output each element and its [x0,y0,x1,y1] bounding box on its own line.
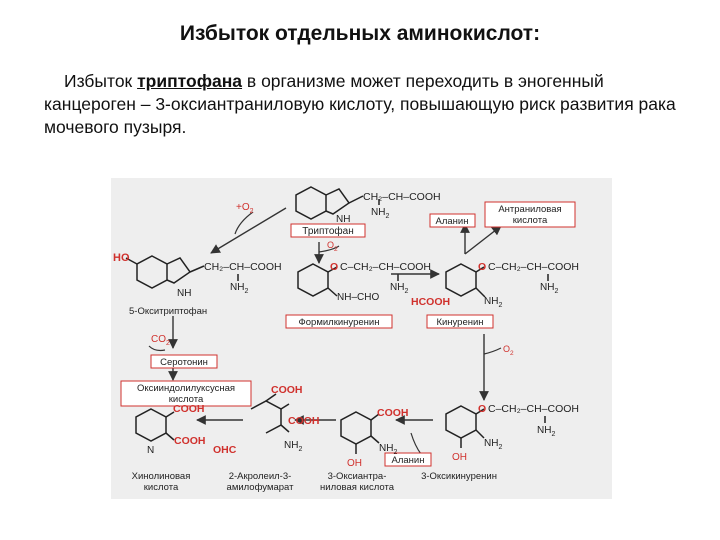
quinolinic-label-2: кислота [144,482,179,493]
cooh-group: COOH [288,415,320,427]
anthranilic-label-2: кислота [513,215,548,226]
kynurenine-box [426,314,494,329]
cooh-group: COOH [173,403,205,415]
hydroxyanthranilic-label-1: 3-Оксиантра- [328,471,387,482]
tryptophan-label: Триптофан [302,225,353,237]
cooh-group: COOH [271,384,303,396]
side-chain: C–CH₂–CH–COOH [488,261,579,273]
hydroxykynurenine-label: 3-Оксикинуренин [421,471,497,482]
nh-cho-group: NH–CHO [337,292,379,303]
alanine-top-label: Аланин [436,216,469,227]
ohc-group: OHC [213,444,237,456]
acroleyl-label-2: амилофумарат [227,482,295,493]
tryptophan-metabolism-diagram: NH CH₂–CH–COOH NH2 Триптофан +O2 Аланин … [111,178,612,499]
paragraph-start: Избыток [64,71,138,91]
hydroxyindoleacetic-box [120,380,252,407]
hydroxyindoleacetic-label-1: Оксииндолилуксусная [137,383,235,394]
o2-plus-label: +O2 [236,202,254,215]
nh2-group: NH2 [540,282,558,295]
side-chain: C–CH₂–CH–COOH [488,403,579,415]
tryptophan-box [290,223,366,238]
nh2-group: NH2 [537,425,555,438]
nh2-group: NH2 [371,207,389,220]
acroleyl-label-1: 2-Акролеил-3- [229,471,292,482]
quinolinic-label-1: Хинолиновая [132,471,191,482]
structure-bonds [125,186,549,454]
side-chain: C–CH₂–CH–COOH [340,261,431,273]
body-paragraph: Избыток триптофана в организме может пер… [44,70,684,139]
anthranilic-label-1: Антраниловая [498,204,561,215]
hydroxytryptophan-label: 5-Окситриптофан [129,306,207,317]
alanine-bottom-box [384,452,432,467]
serotonin-label: Серотонин [160,357,208,368]
side-chain: CH₂–CH–COOH [204,261,282,273]
nh2-group: NH2 [230,282,248,295]
nh2-group: NH2 [379,443,397,456]
reaction-arrows [168,207,502,425]
nh2-group: NH2 [284,440,302,453]
co2-label: CO2 [151,334,170,347]
nh-group: NH [336,214,350,225]
paragraph-end: в организме может переходить в эногенный… [44,71,676,137]
kynurenine-label: Кинуренин [436,317,483,328]
anthranilic-box [484,201,576,228]
o2-label: O2 [503,344,514,357]
alanine-bottom-label: Аланин [392,455,425,466]
hydroxyanthranilic-label-2: ниловая кислота [320,482,395,493]
serotonin-box [150,354,218,369]
o-group: O [478,261,486,273]
formylkynurenine-box [285,314,393,329]
cooh-group: COOH [377,407,409,419]
oh-group: OH [347,458,362,469]
hydroxyindoleacetic-label-2: кислота [169,394,204,405]
nh-group: NH [177,288,191,299]
o2-label: O2 [327,240,338,253]
oh-group: OH [452,452,467,463]
nh2-group: NH2 [390,282,408,295]
nh2-group: NH2 [484,438,502,451]
o-group: O [478,403,486,415]
alanine-top-box [429,213,476,228]
nh2-group: NH2 [484,296,502,309]
hcooh-group: HCOOH [411,296,450,308]
side-chain: CH₂–CH–COOH [363,191,441,203]
formylkynurenine-label: Формилкинуренин [299,317,380,328]
o-group: O [330,261,338,273]
n-group: N [147,445,154,456]
ho-group: HO [113,252,130,264]
tryptophan-highlight: триптофана [137,71,243,91]
page-title: Избыток отдельных аминокислот: [179,22,541,45]
cooh-group: COOH [174,435,206,447]
